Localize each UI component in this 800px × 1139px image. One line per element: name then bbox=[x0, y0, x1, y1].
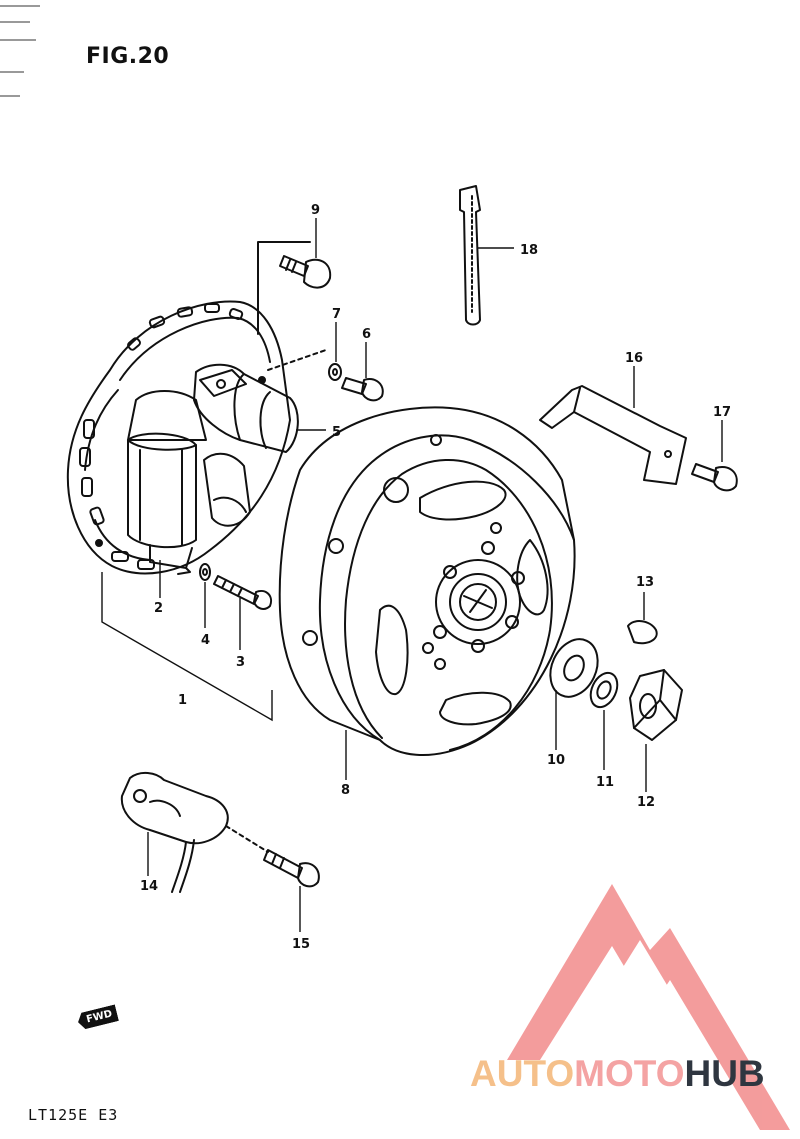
callout-18: 18 bbox=[520, 243, 538, 258]
nut-12 bbox=[629, 669, 683, 741]
ignition-coil bbox=[127, 390, 207, 575]
washer-10 bbox=[549, 638, 599, 698]
screw-17 bbox=[691, 463, 738, 492]
callout-13: 13 bbox=[636, 575, 654, 590]
key-13 bbox=[627, 620, 658, 645]
watermark-logo-icon bbox=[507, 884, 790, 1130]
callout-11: 11 bbox=[596, 775, 614, 790]
figure-title: FIG.20 bbox=[86, 44, 170, 69]
model-label: LT125E E3 bbox=[28, 1106, 119, 1124]
flywheel-rotor bbox=[278, 406, 576, 756]
cable-tie-18 bbox=[459, 185, 481, 326]
callout-8: 8 bbox=[341, 783, 350, 798]
callout-10: 10 bbox=[547, 753, 565, 768]
washer-7 bbox=[328, 363, 342, 381]
callout-9: 9 bbox=[311, 203, 320, 218]
callout-numbers: 1 2 3 4 5 6 7 8 9 10 11 12 13 14 15 16 1… bbox=[140, 203, 731, 952]
charging-coil bbox=[193, 363, 299, 527]
lock-washer-11 bbox=[589, 671, 619, 709]
callout-16: 16 bbox=[625, 351, 643, 366]
watermark-moto: MOTO bbox=[574, 1053, 685, 1094]
neutral-switch-14 bbox=[120, 772, 229, 893]
watermark-hub: HUB bbox=[684, 1053, 765, 1094]
callout-7: 7 bbox=[332, 307, 341, 322]
scan-noise bbox=[0, 5, 40, 97]
callout-5: 5 bbox=[332, 425, 341, 440]
screw-6 bbox=[341, 377, 384, 402]
watermark-auto: AUTO bbox=[470, 1053, 575, 1094]
callout-14: 14 bbox=[140, 879, 158, 894]
callout-1: 1 bbox=[178, 693, 187, 708]
leader-lines bbox=[101, 218, 723, 932]
stator-base-plate bbox=[66, 300, 291, 575]
callout-2: 2 bbox=[154, 601, 163, 616]
callout-4: 4 bbox=[201, 633, 210, 648]
cover-16 bbox=[539, 385, 687, 485]
callout-6: 6 bbox=[362, 327, 371, 342]
screw-3 bbox=[213, 575, 272, 610]
callout-15: 15 bbox=[292, 937, 310, 952]
washer-4 bbox=[199, 563, 211, 581]
screw-15 bbox=[263, 849, 320, 888]
screw-9 bbox=[279, 255, 332, 289]
leader-7-line bbox=[267, 349, 327, 371]
callout-12: 12 bbox=[637, 795, 655, 810]
callout-17: 17 bbox=[713, 405, 731, 420]
leader-14-dash bbox=[225, 825, 269, 853]
watermark-text: AUTOMOTOHUB bbox=[470, 1054, 765, 1094]
callout-3: 3 bbox=[236, 655, 245, 670]
leader-9-bracket bbox=[257, 241, 311, 335]
